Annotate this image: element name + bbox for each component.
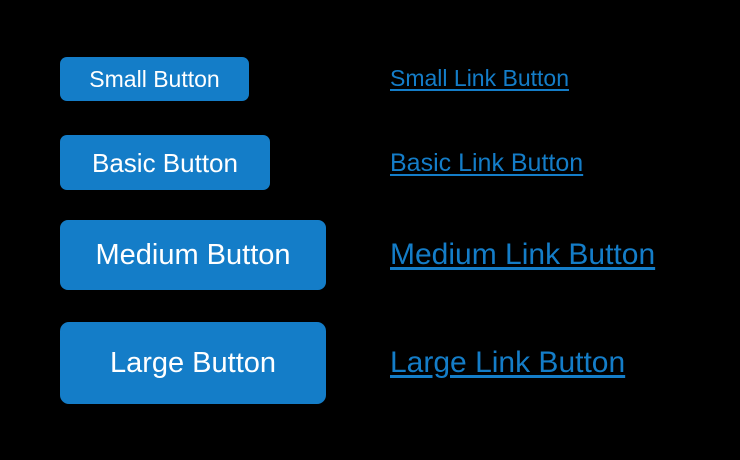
button-cell: Large Button <box>60 322 390 404</box>
row-medium: Medium Button Medium Link Button <box>60 220 740 290</box>
button-cell: Basic Button <box>60 135 390 190</box>
row-small: Small Button Small Link Button <box>60 57 740 101</box>
row-basic: Basic Button Basic Link Button <box>60 135 740 190</box>
small-link-button[interactable]: Small Link Button <box>390 65 569 92</box>
button-cell: Medium Button <box>60 220 390 290</box>
button-cell: Small Button <box>60 57 390 101</box>
large-button[interactable]: Large Button <box>60 322 326 404</box>
medium-button[interactable]: Medium Button <box>60 220 326 290</box>
medium-link-button[interactable]: Medium Link Button <box>390 238 656 271</box>
row-large: Large Button Large Link Button <box>60 322 740 404</box>
small-button[interactable]: Small Button <box>60 57 249 101</box>
basic-link-button[interactable]: Basic Link Button <box>390 148 584 177</box>
large-link-button[interactable]: Large Link Button <box>390 346 626 379</box>
basic-button[interactable]: Basic Button <box>60 135 270 190</box>
